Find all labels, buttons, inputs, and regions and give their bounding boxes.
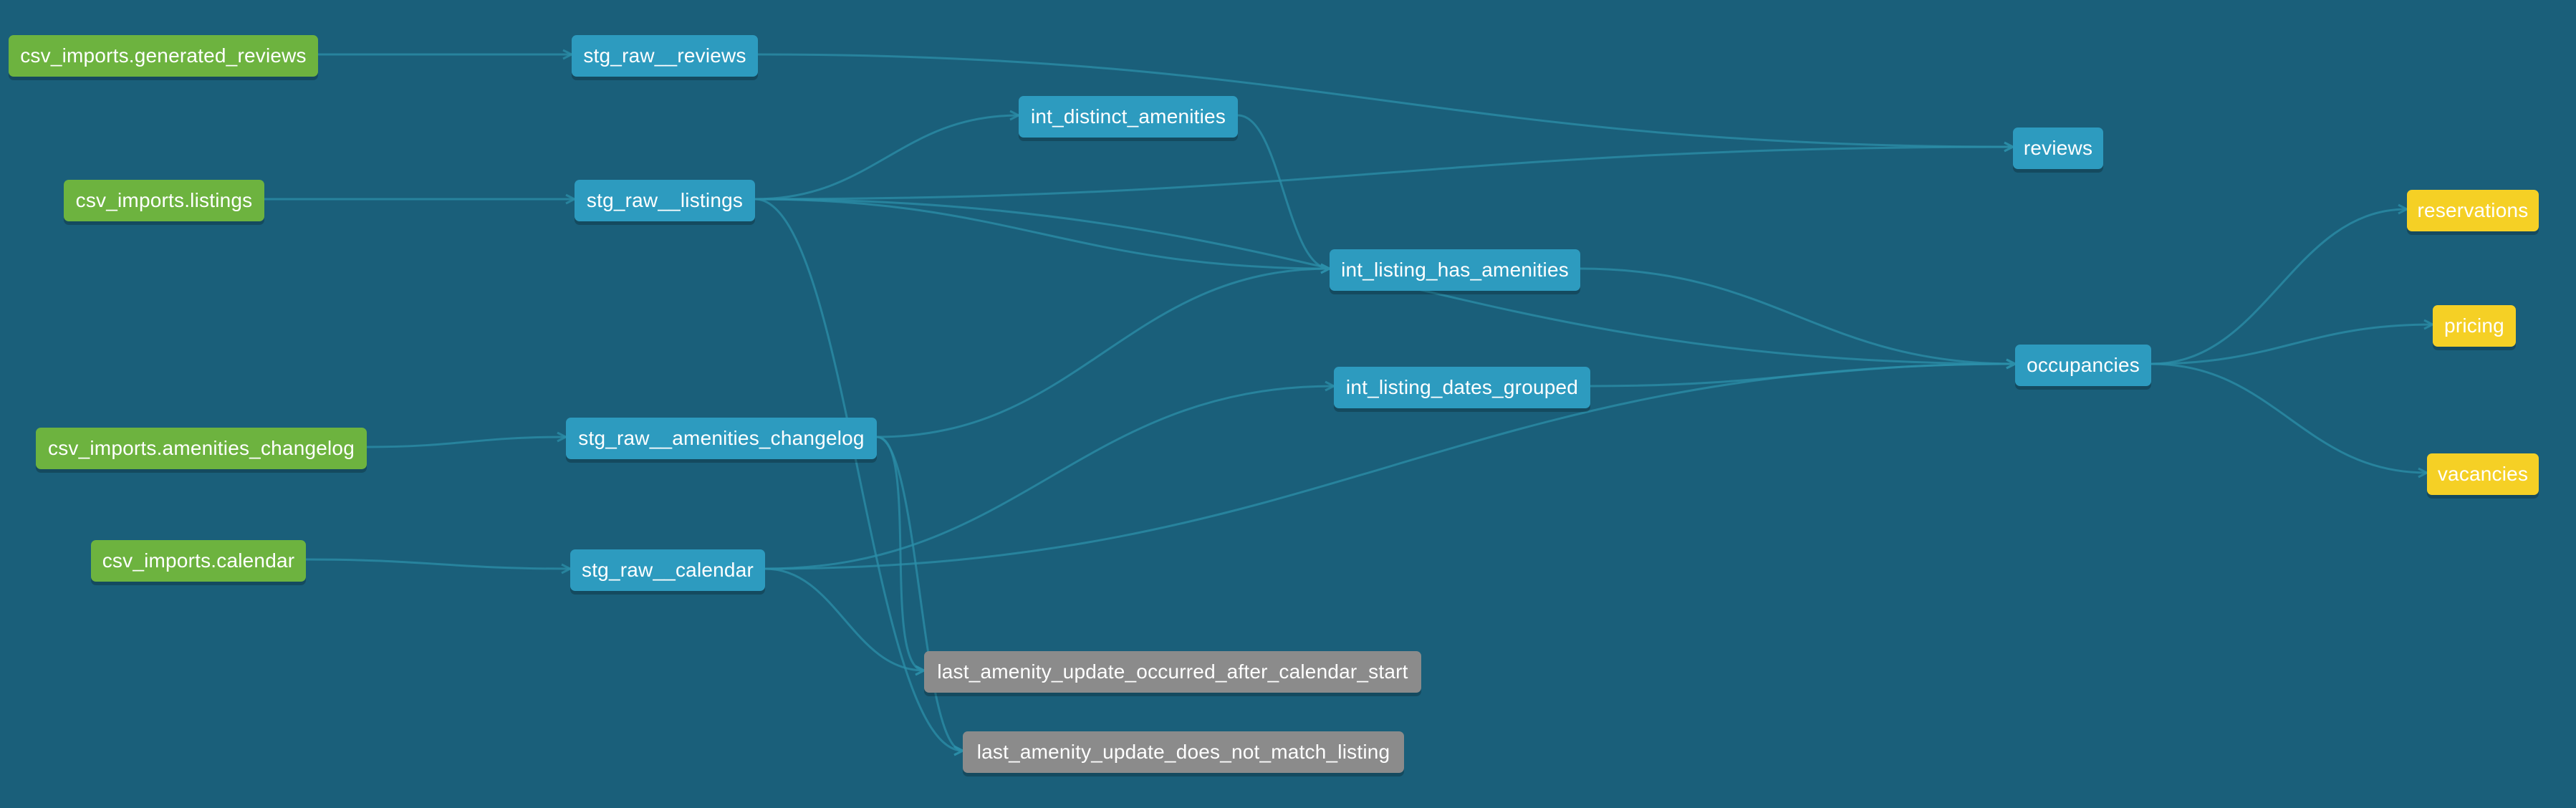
node-occupancies[interactable]: occupancies [2015, 345, 2151, 386]
node-reviews[interactable]: reviews [2013, 128, 2103, 169]
node-stg-raw-calendar[interactable]: stg_raw__calendar [570, 549, 765, 591]
node-vacancies[interactable]: vacancies [2427, 453, 2539, 495]
node-csv-imports-amenities-changelog[interactable]: csv_imports.amenities_changelog [36, 428, 367, 469]
node-pricing[interactable]: pricing [2433, 305, 2516, 347]
edge-stg_calendar-to-int_listing_dates_grouped [764, 385, 1335, 570]
edge-stg_listings-to-int_listing_has_amenities [754, 198, 1330, 270]
node-test-last-amenity-update-does-not-match-listing[interactable]: last_amenity_update_does_not_match_listi… [963, 731, 1404, 773]
node-int-listing-dates-grouped[interactable]: int_listing_dates_grouped [1334, 367, 1590, 408]
edge-stg_listings-to-test_not_match_listing [754, 198, 963, 752]
edge-occupancies-to-pricing [2150, 323, 2433, 365]
edge-stg_listings-to-int_distinct_amenities [754, 114, 1019, 201]
edge-stg_calendar-to-test_after_calendar_start [764, 567, 925, 672]
edge-int_listing_has_amenities-to-occupancies [1580, 267, 2016, 365]
edge-stg_listings-to-reviews [754, 145, 2014, 201]
edge-stg_amenities_changelog-to-int_listing_has_amenities [876, 267, 1330, 438]
node-csv-imports-listings[interactable]: csv_imports.listings [64, 180, 264, 221]
node-csv-imports-calendar[interactable]: csv_imports.calendar [91, 540, 306, 582]
edge-int_distinct_amenities-to-int_listing_has_amenities [1237, 114, 1330, 270]
node-stg-raw-listings[interactable]: stg_raw__listings [575, 180, 755, 221]
node-stg-raw-reviews[interactable]: stg_raw__reviews [572, 35, 758, 77]
node-test-last-amenity-update-occurred-after-calendar-start[interactable]: last_amenity_update_occurred_after_calen… [924, 651, 1421, 693]
node-int-distinct-amenities[interactable]: int_distinct_amenities [1019, 96, 1238, 138]
node-reservations[interactable]: reservations [2407, 190, 2539, 231]
edge-stg_amenities_changelog-to-test_not_match_listing [876, 436, 963, 752]
edge-src_calendar-to-stg_calendar [305, 558, 571, 570]
edge-stg_reviews-to-reviews [757, 53, 2014, 148]
node-stg-raw-amenities-changelog[interactable]: stg_raw__amenities_changelog [566, 418, 877, 459]
edge-src_amenities_changelog-to-stg_amenities_changelog [366, 436, 567, 448]
node-int-listing-has-amenities[interactable]: int_listing_has_amenities [1330, 249, 1580, 291]
edge-occupancies-to-vacancies [2150, 362, 2428, 474]
edge-stg_calendar-to-occupancies [764, 362, 2016, 570]
edge-occupancies-to-reservations [2150, 208, 2408, 365]
node-csv-imports-generated-reviews[interactable]: csv_imports.generated_reviews [9, 35, 318, 77]
